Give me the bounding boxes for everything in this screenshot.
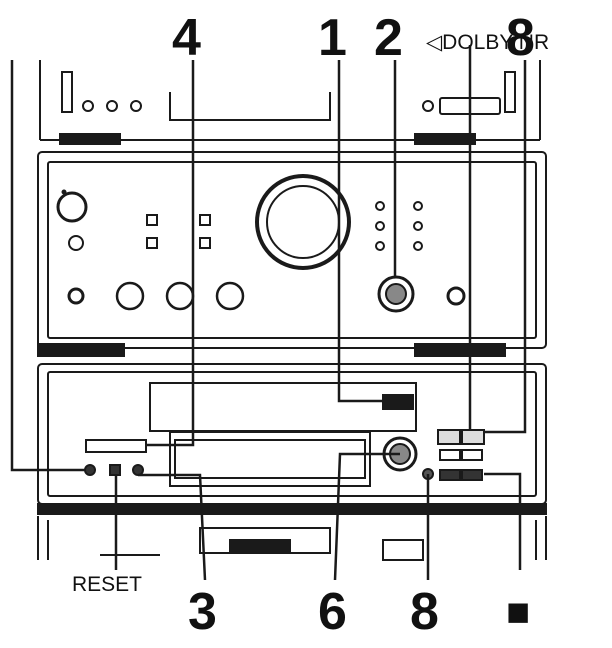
leader-lines: [10, 45, 527, 581]
callout-1-top: 1: [318, 9, 347, 67]
top-button-1: [82, 100, 94, 112]
reset-label: RESET: [72, 573, 143, 596]
power-button: [56, 191, 88, 223]
stop-symbol: ■: [506, 590, 531, 634]
callout-8-top: 8: [506, 9, 535, 67]
amplifier-unit: [37, 151, 547, 357]
callout-2-top: 2: [374, 9, 403, 67]
leader-left: [10, 60, 86, 472]
leader-stop: [484, 472, 522, 570]
leader-4: [146, 60, 195, 447]
bottom-unit: [37, 516, 547, 561]
dolby-nr-label: ◁DOLBY NR: [426, 31, 550, 54]
top-button-2: [106, 100, 118, 112]
leader-6: [333, 452, 400, 581]
callout-3-bottom: 3: [188, 583, 217, 641]
tape-deck-unit: [37, 363, 547, 515]
top-button-3: [130, 100, 142, 112]
top-unit: [39, 60, 541, 145]
leader-1: [337, 60, 383, 403]
volume-knob: [255, 174, 351, 270]
callout-8-bottom: 8: [410, 583, 439, 641]
leader-3: [138, 473, 207, 581]
callout-4-top: 4: [172, 9, 201, 67]
callout-6-bottom: 6: [318, 583, 347, 641]
leader-8-top: [484, 60, 527, 434]
